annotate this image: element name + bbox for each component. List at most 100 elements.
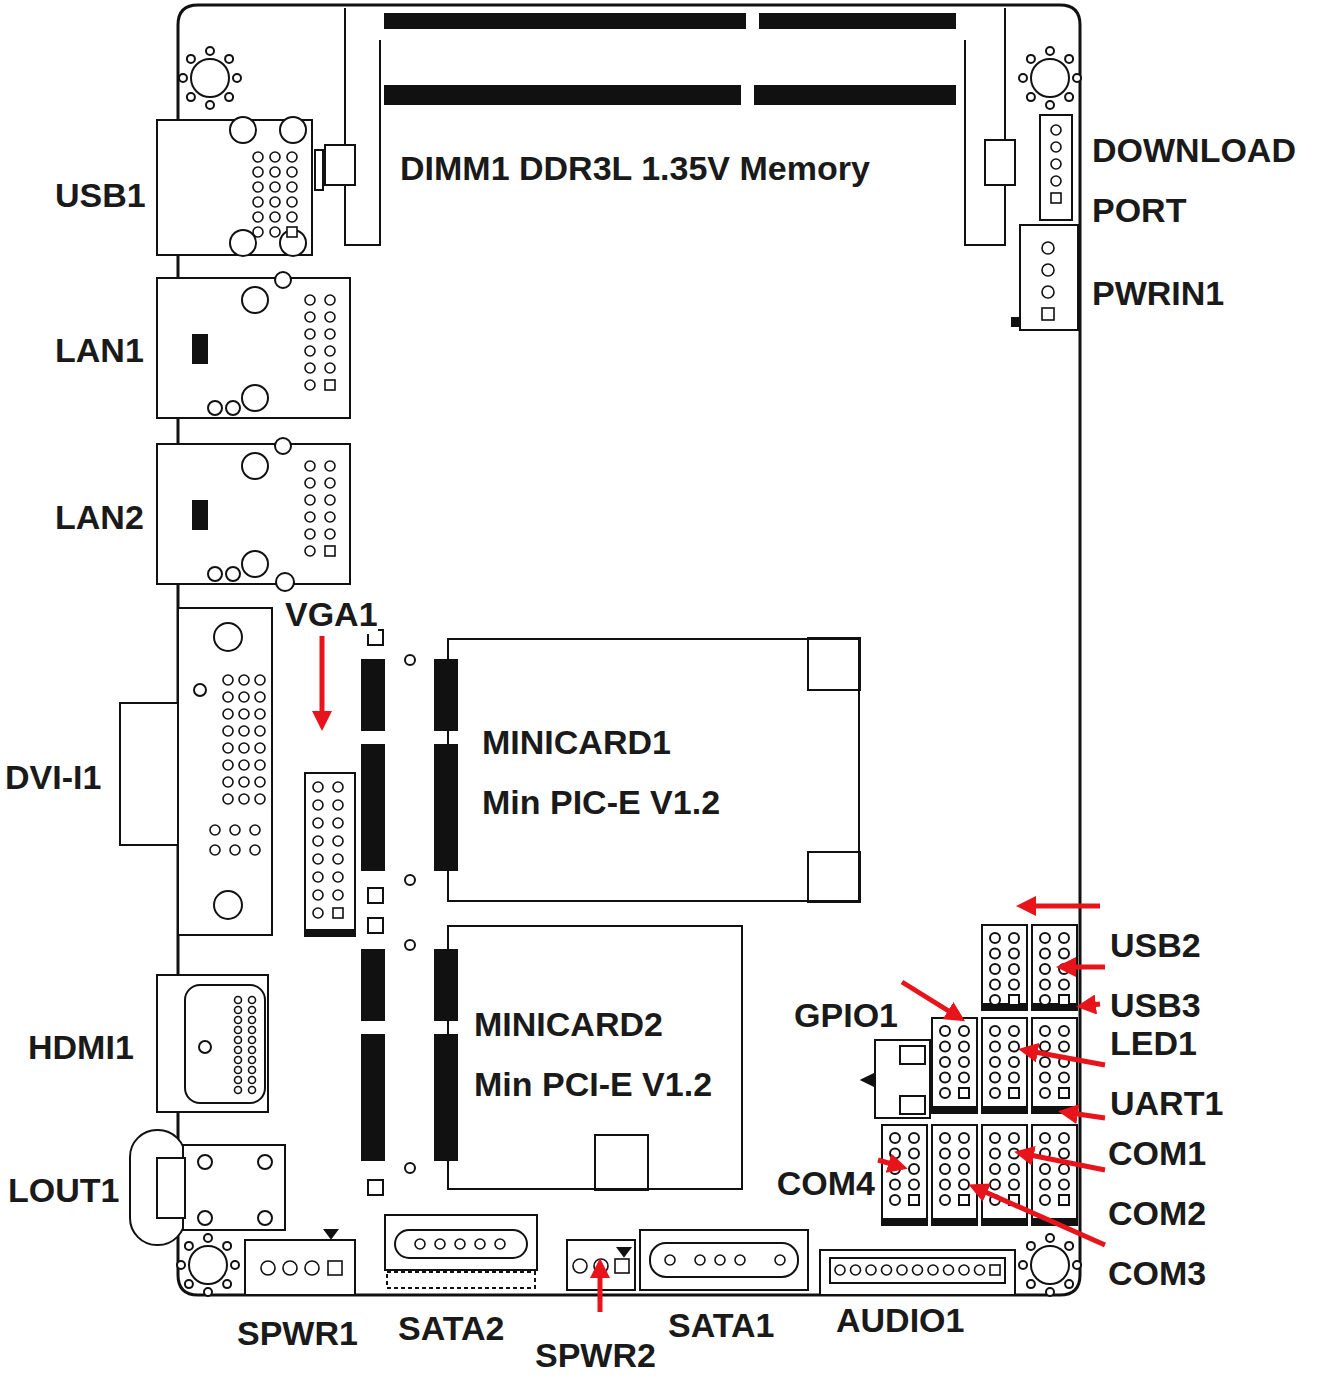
- hdmi-connector-part: [157, 975, 268, 1112]
- pin-header-part-part: [940, 1164, 950, 1174]
- audio-jack-part: [198, 1155, 212, 1169]
- dvi-connector-part: [214, 623, 242, 651]
- pin-grid-part: [255, 760, 265, 770]
- minicard-socket-part: [595, 1135, 648, 1190]
- pin-header-part-part: [909, 1195, 919, 1205]
- mounting-hole-part-part: [177, 1261, 185, 1269]
- pin-grid-part: [249, 1027, 256, 1034]
- usb-connector-part: [230, 230, 256, 256]
- lan-connector: [157, 272, 350, 591]
- pin-grid-part: [253, 227, 263, 237]
- lan-connector-part: [208, 401, 222, 415]
- mounting-hole-part-part: [1027, 1242, 1035, 1250]
- pin-grid-part: [305, 329, 315, 339]
- pin-grid-part: [255, 709, 265, 719]
- minicard-socket-part: [362, 1035, 384, 1160]
- pin-grid-part: [223, 743, 233, 753]
- pin-header-part-part: [1059, 933, 1069, 943]
- pin-grid-part: [455, 1239, 465, 1249]
- bottom-connectors-part: [640, 1230, 808, 1290]
- pin-header-part-part: [1040, 1133, 1050, 1143]
- pin-header-part-part: [940, 1057, 950, 1067]
- pin-grid-part: [313, 800, 323, 810]
- pin-grid-part: [325, 346, 335, 356]
- pin-grid-part: [305, 529, 315, 539]
- power-connector-part: [1012, 318, 1020, 326]
- pin-grid-part: [775, 1255, 785, 1265]
- pin-grid-part: [305, 478, 315, 488]
- pin-grid-part: [882, 1265, 892, 1275]
- pin-grid-part: [325, 546, 335, 556]
- pin-grid-part: [305, 512, 315, 522]
- part-label: USB3: [1110, 985, 1201, 1025]
- pin-grid-part: [253, 212, 263, 222]
- pin-grid-part: [1051, 159, 1061, 169]
- pin-header-part-part: [990, 980, 1000, 990]
- mounting-hole-part-part: [1019, 74, 1027, 82]
- part-label: SATA1: [668, 1305, 774, 1345]
- minicard-socket-part: [405, 655, 415, 665]
- pin-grid-part: [255, 794, 265, 804]
- pin-grid-part: [235, 1027, 242, 1034]
- pin-grid-part: [305, 363, 315, 373]
- pin-grid-part: [325, 329, 335, 339]
- pin-header-part-part: [1009, 949, 1019, 959]
- pin-header-part-part: [1032, 1004, 1077, 1010]
- part-label: DOWNLOAD PORT: [1092, 120, 1317, 240]
- pin-header-part-part: [909, 1149, 919, 1159]
- part-label: DVI-I1: [5, 757, 101, 797]
- pin-header-part-part: [959, 1073, 969, 1083]
- lan-connector-part: [208, 567, 222, 581]
- lan-connector-part: [276, 573, 294, 591]
- pin-grid-part: [250, 825, 260, 835]
- mounting-hole-part-part: [225, 55, 233, 63]
- pin-grid-part: [325, 478, 335, 488]
- pin-grid-part: [313, 872, 323, 882]
- pin-header-part-part: [959, 1057, 969, 1067]
- minicard-socket-part: [405, 940, 415, 950]
- bottom-connectors-part: [830, 1258, 1005, 1283]
- slot-title: MINICARD1: [482, 722, 671, 762]
- audio-jack-part: [258, 1211, 272, 1225]
- minicard-socket-part: [435, 950, 457, 1020]
- pin-header-part-part: [1059, 949, 1069, 959]
- mounting-hole-part-part: [1046, 1234, 1054, 1242]
- pin-header-part-part: [1032, 1018, 1077, 1113]
- pin-header-part-part: [1009, 1073, 1019, 1083]
- pin-grid-part: [1042, 242, 1054, 254]
- pin-header-part-part: [909, 1180, 919, 1190]
- mounting-hole-part-part: [187, 55, 195, 63]
- pin-header-part-part: [959, 1133, 969, 1143]
- part-label: SATA2: [398, 1308, 504, 1348]
- pin-grid-part: [235, 1057, 242, 1064]
- mounting-hole-part: [179, 47, 241, 109]
- mounting-hole-part-part: [1027, 1280, 1035, 1288]
- mounting-hole-part-part: [1065, 1280, 1073, 1288]
- pin-grid-part: [261, 1261, 275, 1275]
- callout-arrow-part: [320, 636, 325, 725]
- mounting-hole-part-part: [1027, 93, 1035, 101]
- usb-connector-part: [230, 117, 256, 143]
- mounting-hole-part: [1019, 47, 1081, 109]
- minicard-socket-part: [405, 875, 415, 885]
- mounting-hole-part-part: [1065, 55, 1073, 63]
- callout-arrow-part: [878, 1160, 902, 1167]
- mounting-hole-part-part: [225, 93, 233, 101]
- dimm-slot-drawing-part: [385, 86, 740, 104]
- pin-grid-part: [235, 1077, 242, 1084]
- slot-spec: Min PCI-E V1.2: [474, 1064, 712, 1104]
- part-label: UART1: [1110, 1083, 1223, 1123]
- minicard-socket-part: [435, 660, 457, 730]
- callout-arrow-part: [598, 1264, 603, 1312]
- pin-grid-part: [959, 1265, 969, 1275]
- minicard-socket-part: [435, 1035, 457, 1160]
- pin-grid-part: [255, 675, 265, 685]
- pin-grid-part: [835, 1265, 845, 1275]
- pin-grid-part: [975, 1265, 985, 1275]
- pin-header-part-part: [990, 1164, 1000, 1174]
- part-label: LED1: [1110, 1023, 1197, 1063]
- bottom-connectors-part: [245, 1240, 355, 1295]
- pin-header-part-part: [1040, 1195, 1050, 1205]
- mounting-hole-part-part: [1065, 93, 1073, 101]
